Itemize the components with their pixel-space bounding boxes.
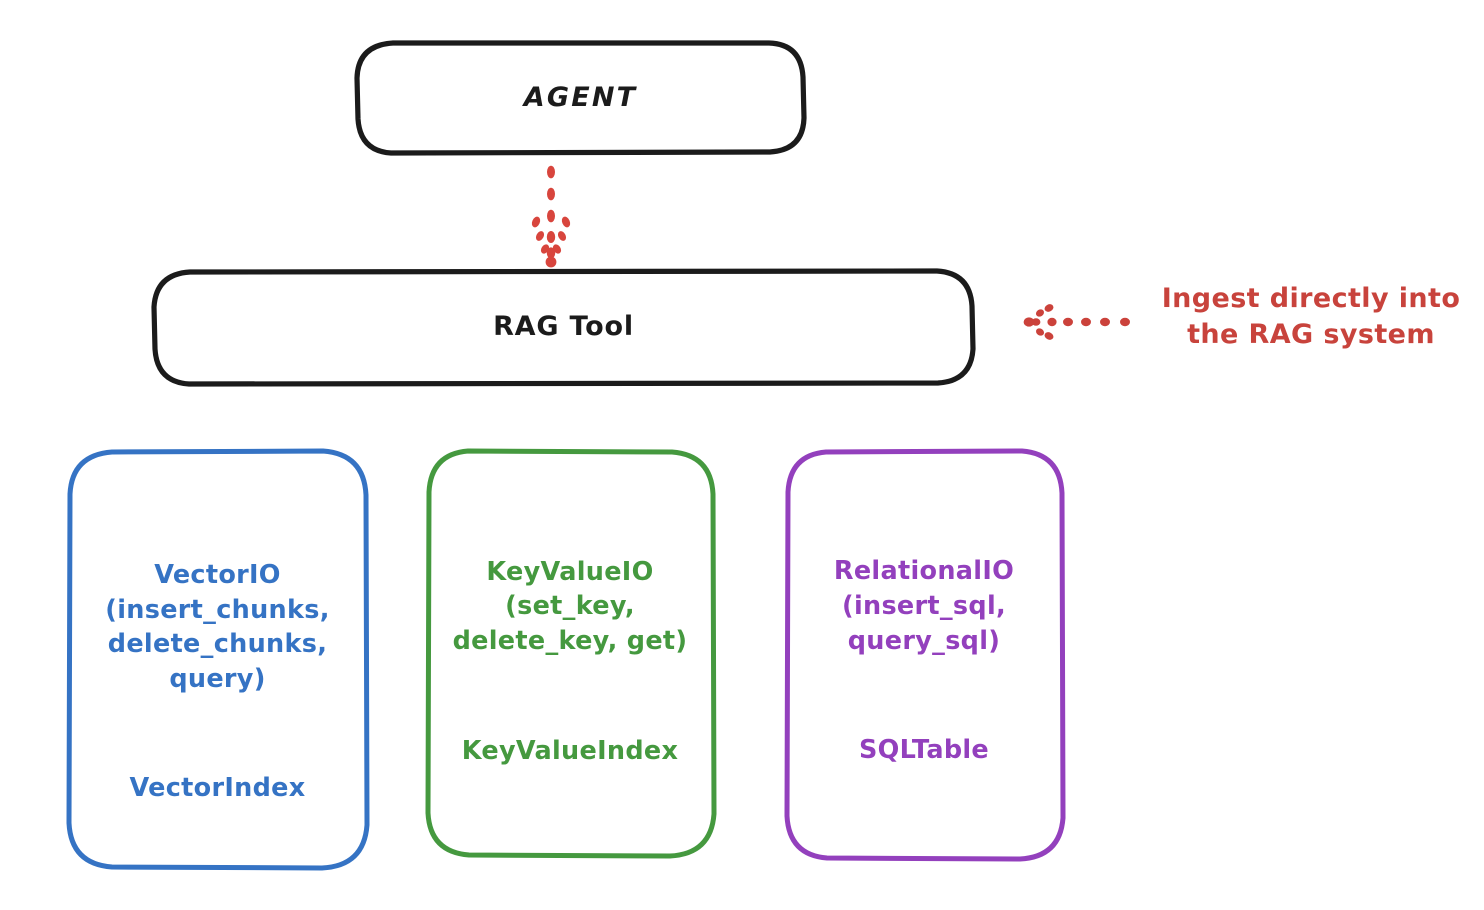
node-key-value-io[interactable]: KeyValueIO (set_key, delete_key, get) Ke… xyxy=(426,450,714,857)
node-relational-io-body: RelationalIO (insert_sql, query_sql) SQL… xyxy=(786,520,1062,803)
ingest-annotation-label: Ingest directly into the RAG system xyxy=(1161,283,1461,350)
node-relational-io[interactable]: RelationalIO (insert_sql, query_sql) SQL… xyxy=(786,450,1062,860)
agent-to-rag-connector xyxy=(531,165,571,268)
relational-io-box-outline xyxy=(784,448,1066,862)
node-key-value-io-body: KeyValueIO (set_key, delete_key, get) Ke… xyxy=(426,520,714,803)
agent-to-rag-arrow[interactable] xyxy=(522,156,582,268)
agent-box-outline xyxy=(354,40,807,156)
rag-tool-box-outline xyxy=(151,268,976,387)
node-relational-io-index: SQLTable xyxy=(858,735,990,765)
node-vector-io[interactable]: VectorIO (insert_chunks, delete_chunks, … xyxy=(68,450,367,870)
node-rag-tool-label: RAG Tool xyxy=(493,311,634,343)
node-agent[interactable]: AGENT xyxy=(356,41,805,154)
vector-io-box-outline xyxy=(66,448,370,871)
node-agent-label: AGENT xyxy=(523,81,638,113)
node-vector-io-body: VectorIO (insert_chunks, delete_chunks, … xyxy=(68,523,367,840)
node-relational-io-methods: RelationalIO (insert_sql, query_sql) xyxy=(833,556,1015,656)
key-value-io-box-outline xyxy=(425,448,717,859)
ingest-to-rag-arrow[interactable] xyxy=(1022,300,1134,344)
node-vector-io-methods: VectorIO (insert_chunks, delete_chunks, … xyxy=(105,559,330,694)
node-key-value-io-methods: KeyValueIO (set_key, delete_key, get) xyxy=(452,556,688,657)
node-vector-io-index: VectorIndex xyxy=(129,773,306,804)
node-key-value-io-index: KeyValueIndex xyxy=(461,735,679,766)
ingest-to-rag-connector xyxy=(1023,304,1130,340)
node-rag-tool[interactable]: RAG Tool xyxy=(153,270,974,384)
